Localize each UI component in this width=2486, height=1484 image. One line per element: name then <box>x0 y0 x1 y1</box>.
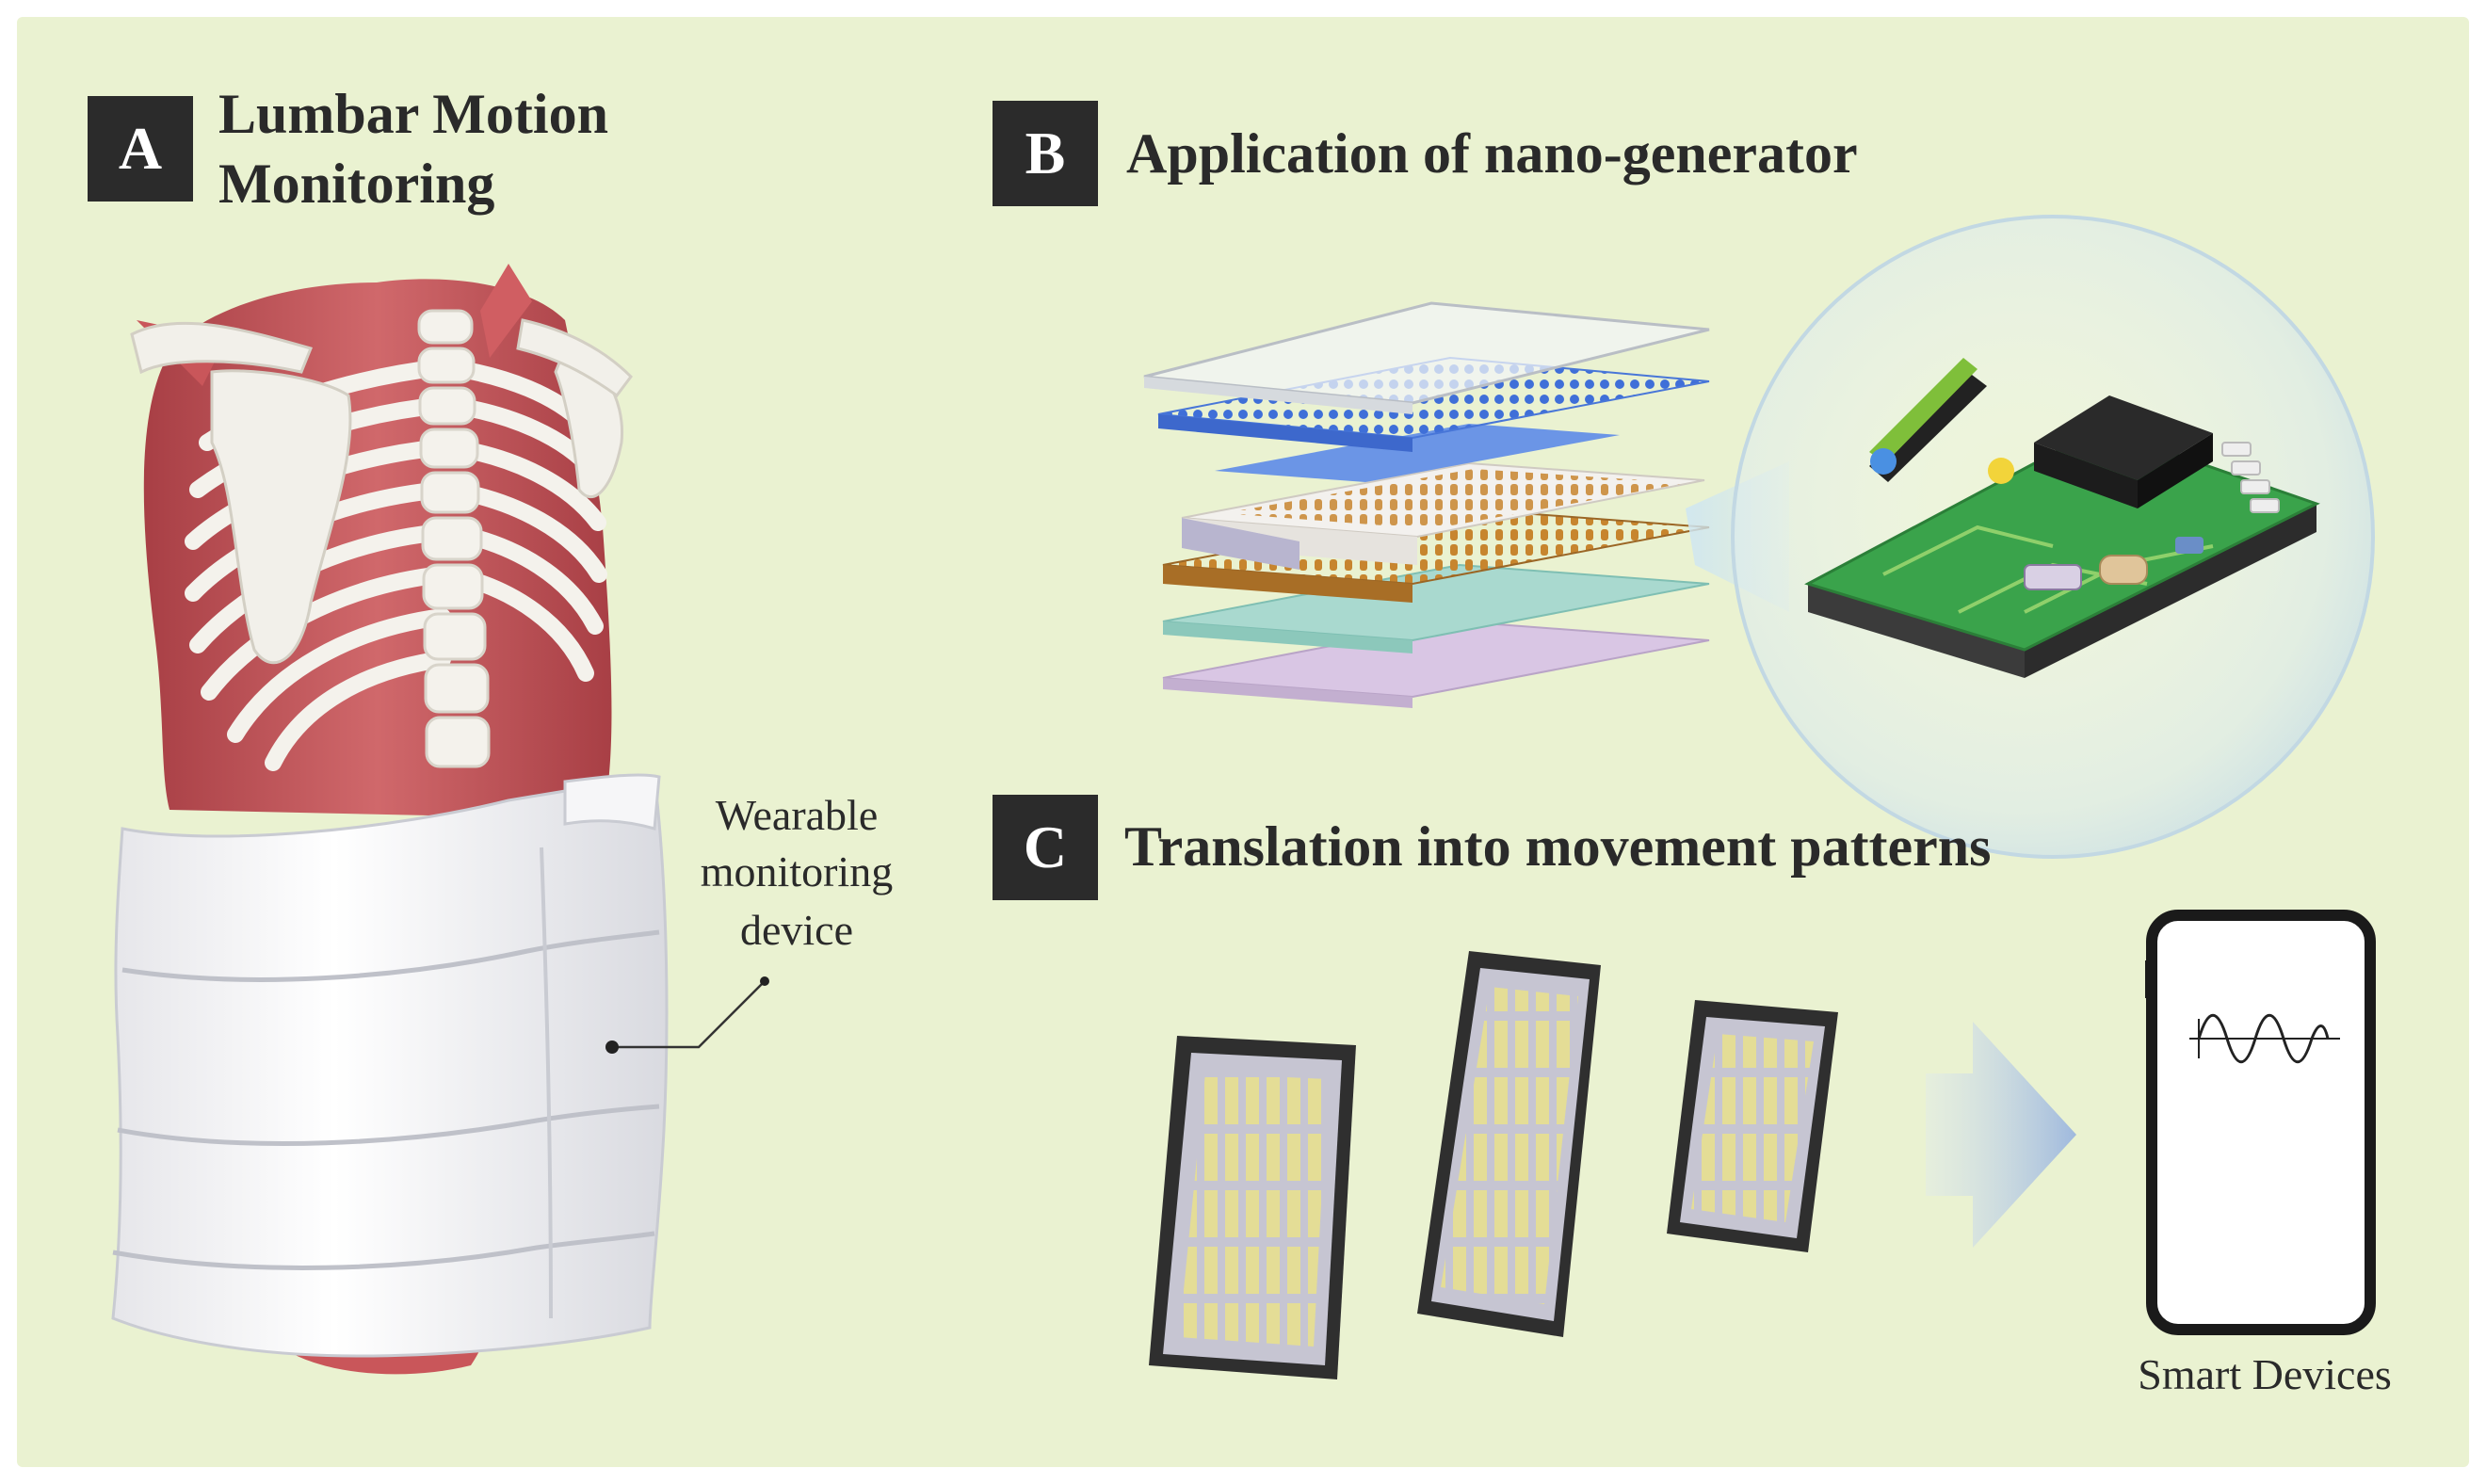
panel-b-badge: B <box>993 101 1098 206</box>
panel-a-title-line2: Monitoring <box>218 153 495 215</box>
panel-c-badge: C <box>993 795 1098 900</box>
wearable-label-line1: Wearable <box>715 791 879 839</box>
waveform <box>2197 1014 2330 1063</box>
wearable-callout-line <box>605 976 769 1054</box>
smartphone <box>2145 910 2376 1335</box>
panel-c-title: Translation into movement patterns <box>1124 815 1992 878</box>
lumbar-belt <box>111 773 669 1358</box>
microchip <box>2034 395 2213 480</box>
nanogenerator-layer-stack <box>1143 301 1710 708</box>
wearable-label-line2: monitoring <box>700 847 894 895</box>
sensor-tile-2 <box>1417 951 1601 1337</box>
panel-b-title: Application of nano-generator <box>1126 122 1858 185</box>
sensor-tile-3 <box>1667 1000 1838 1252</box>
circuit-bubble <box>1731 215 2375 859</box>
panel-a-badge: A <box>88 96 193 202</box>
smart-devices-label: Smart Devices <box>2138 1350 2392 1398</box>
sensor-tile-1 <box>1149 1036 1356 1379</box>
panel-a-title-line1: Lumbar Motion <box>218 83 608 145</box>
flow-arrow <box>1926 1022 2076 1248</box>
wearable-label-line3: device <box>739 906 854 954</box>
